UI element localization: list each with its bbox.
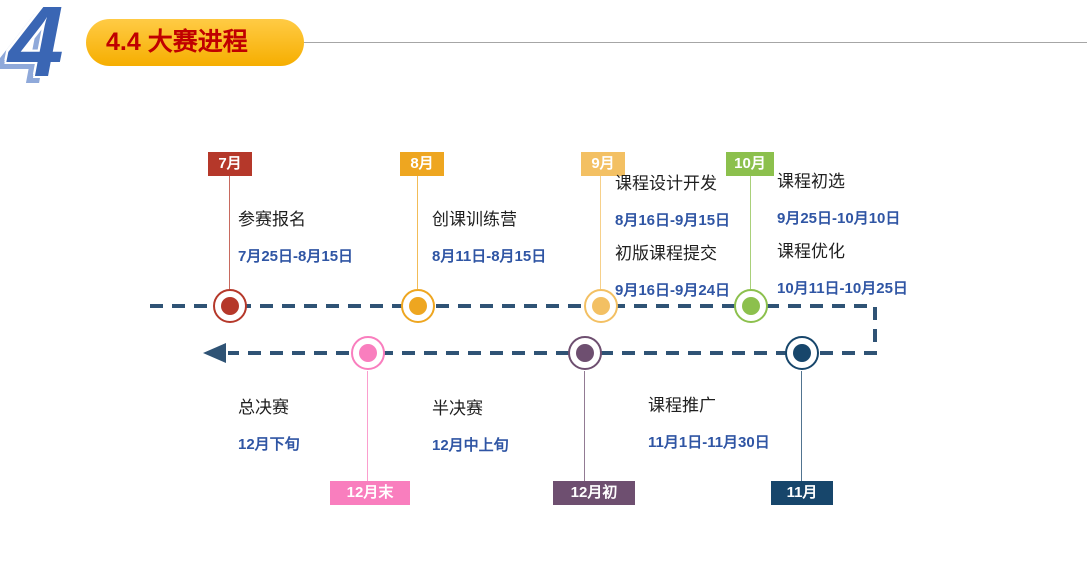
month-tag-august: 8月 — [400, 152, 444, 176]
month-tag-label: 7月 — [218, 155, 242, 172]
milestone-block-november: 课程推广 11月1日-11月30日 — [648, 394, 770, 464]
timeline-marker-november — [785, 336, 819, 370]
milestone-label: 参赛报名 — [238, 210, 306, 229]
chapter-number: 4 — [8, 0, 64, 98]
milestone-block-september: 课程设计开发 8月16日-9月15日 初版课程提交 9月16日-9月24日 — [615, 172, 730, 312]
milestone-block-october: 课程初选 9月25日-10月10日 课程优化 10月11日-10月25日 — [777, 170, 908, 310]
arrowhead-left-icon — [203, 343, 226, 363]
milestone-block-july: 参赛报名 7月25日-8月15日 — [238, 208, 353, 278]
milestone-label: 课程推广 — [648, 396, 716, 415]
milestone-date: 9月25日-10月10日 — [777, 210, 901, 227]
title-banner: 4.4 大赛进程 — [86, 19, 304, 66]
connector-line-august — [417, 176, 418, 289]
milestone-date: 11月1日-11月30日 — [648, 434, 770, 451]
milestone-date: 10月11日-10月25日 — [777, 280, 908, 297]
month-tag-label: 9月 — [591, 155, 615, 172]
milestone-date: 9月16日-9月24日 — [615, 282, 731, 299]
timeline-marker-july — [213, 289, 247, 323]
timeline-marker-october — [734, 289, 768, 323]
milestone-label: 创课训练营 — [432, 210, 517, 229]
month-tag-label: 12月初 — [570, 484, 618, 501]
milestone-label: 课程设计开发 — [615, 174, 717, 193]
timeline-marker-august — [401, 289, 435, 323]
month-tag-label: 8月 — [410, 155, 434, 172]
month-tag-july: 7月 — [208, 152, 252, 176]
header-divider-line — [300, 42, 1087, 43]
month-tag-october: 10月 — [726, 152, 774, 176]
connector-line-october — [750, 176, 751, 289]
milestone-block-august: 创课训练营 8月11日-8月15日 — [432, 208, 546, 278]
milestone-block-december-early: 半决赛 12月中上旬 — [432, 397, 509, 467]
month-tag-december-early: 12月初 — [553, 481, 635, 505]
month-tag-label: 12月末 — [346, 484, 394, 501]
milestone-label: 课程初选 — [777, 172, 845, 191]
connector-line-december-late — [367, 371, 368, 481]
milestone-date: 8月16日-9月15日 — [615, 212, 731, 229]
timeline-marker-september — [584, 289, 618, 323]
milestone-date: 7月25日-8月15日 — [238, 248, 354, 265]
connector-line-july — [229, 176, 230, 289]
milestone-label: 初版课程提交 — [615, 244, 717, 263]
milestone-date: 12月中上旬 — [432, 437, 509, 454]
month-tag-december-late: 12月末 — [330, 481, 410, 505]
milestone-label: 半决赛 — [432, 399, 483, 418]
timeline-marker-december-early — [568, 336, 602, 370]
connector-line-september — [600, 176, 601, 289]
month-tag-label: 10月 — [734, 155, 766, 172]
connector-line-november — [801, 371, 802, 481]
milestone-label: 课程优化 — [777, 242, 845, 261]
milestone-date: 8月11日-8月15日 — [432, 248, 547, 265]
month-tag-september: 9月 — [581, 152, 625, 176]
month-tag-november: 11月 — [771, 481, 833, 505]
timeline-marker-december-late — [351, 336, 385, 370]
page-title: 4.4 大赛进程 — [106, 28, 248, 56]
month-tag-label: 11月 — [786, 484, 818, 501]
milestone-label: 总决赛 — [238, 398, 289, 417]
milestone-block-december-late: 总决赛 12月下旬 — [238, 396, 300, 466]
milestone-date: 12月下旬 — [238, 436, 300, 453]
connector-line-december-early — [584, 371, 585, 481]
